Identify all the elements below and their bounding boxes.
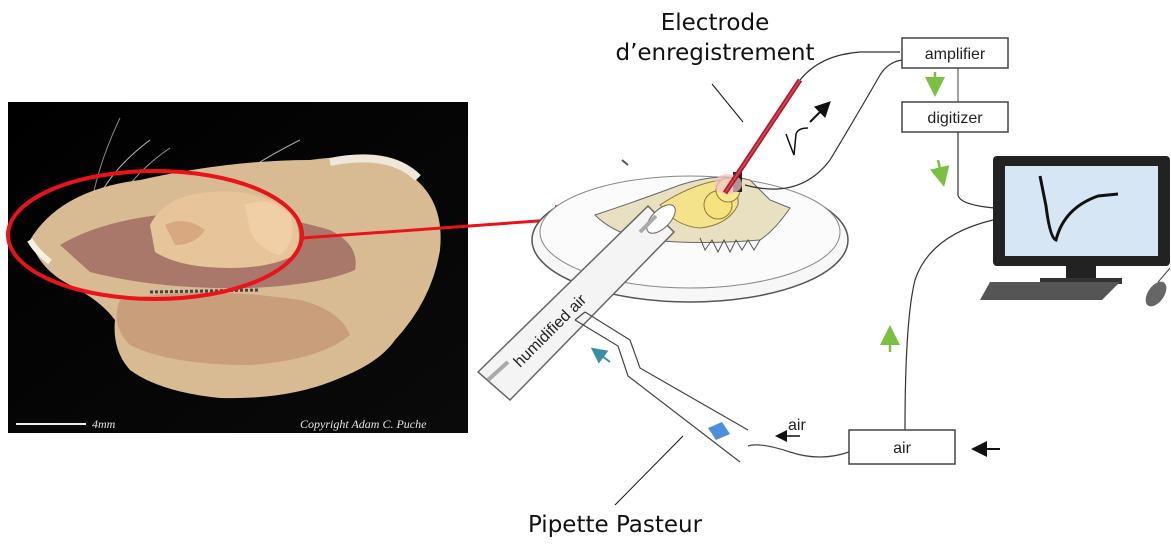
electrode-pointer-line xyxy=(712,84,743,122)
keyboard xyxy=(980,282,1120,300)
electrode-caption-line1: Electrode xyxy=(570,8,860,38)
monitor-screen xyxy=(1005,166,1158,256)
scale-bar-label: 4mm xyxy=(92,417,116,431)
electrode-caption-line2: d’enregistrement xyxy=(570,38,860,68)
pipette-caption: Pipette Pasteur xyxy=(475,510,755,540)
air-small-label: air xyxy=(788,417,806,434)
small-trace-icon xyxy=(786,128,808,155)
mouse xyxy=(1141,278,1170,310)
electrode-caption: Electrode d’enregistrement xyxy=(570,8,860,68)
signal-arrow xyxy=(810,104,828,122)
air-box-label: air xyxy=(893,440,911,457)
pipette-tip-blue xyxy=(708,422,730,440)
head-section-photo: 4mm Copyright Adam C. Puche xyxy=(8,102,468,433)
recording-electrode xyxy=(725,80,800,193)
computer-monitor xyxy=(980,156,1171,310)
amplifier-box: amplifier xyxy=(902,38,1008,68)
photo-copyright: Copyright Adam C. Puche xyxy=(300,417,427,431)
digitizer-box: digitizer xyxy=(902,102,1008,132)
air-box: air xyxy=(849,430,955,464)
pipette-pointer-line xyxy=(615,436,683,505)
digitizer-label: digitizer xyxy=(927,110,983,127)
pasteur-pipette xyxy=(575,312,748,462)
amplifier-label: amplifier xyxy=(925,46,986,63)
teal-flow-arrow xyxy=(594,350,610,362)
